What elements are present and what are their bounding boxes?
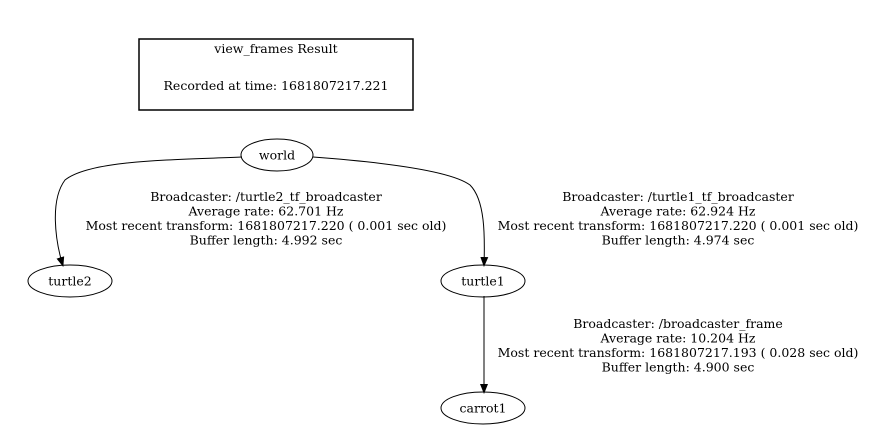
edge-label-broadcaster: Broadcaster: /broadcaster_frame <box>573 316 783 331</box>
edge-label-recent: Most recent transform: 1681807217.193 ( … <box>498 345 859 360</box>
result-box: view_frames Result Recorded at time: 168… <box>138 38 414 111</box>
edge-label-world-turtle1: Broadcaster: /turtle1_tf_broadcaster Ave… <box>498 189 859 248</box>
node-world-shape <box>240 138 314 172</box>
edge-world-turtle1 <box>312 156 489 267</box>
result-box-frame <box>138 38 414 111</box>
node-world-label: world <box>259 148 295 163</box>
edge-world-turtle2 <box>54 156 243 267</box>
edge-label-recent: Most recent transform: 1681807217.220 ( … <box>86 218 447 233</box>
edge-label-broadcaster: Broadcaster: /turtle1_tf_broadcaster <box>562 189 794 204</box>
edge-label-turtle1-carrot1: Broadcaster: /broadcaster_frame Average … <box>498 316 859 375</box>
node-world[interactable]: world <box>240 138 314 172</box>
edge-label-rate: Average rate: 62.701 Hz <box>187 204 343 219</box>
node-turtle2-label: turtle2 <box>48 274 91 289</box>
node-turtle1-shape <box>440 264 526 298</box>
node-turtle2-shape <box>27 264 113 298</box>
recorded-time: Recorded at time: 1681807217.221 <box>164 78 389 93</box>
edge-label-rate: Average rate: 62.924 Hz <box>599 204 755 219</box>
edge-label-rate: Average rate: 10.204 Hz <box>599 331 755 346</box>
edge-label-buffer: Buffer length: 4.992 sec <box>190 233 343 248</box>
edge-label-world-turtle2: Broadcaster: /turtle2_tf_broadcaster Ave… <box>86 189 447 248</box>
node-turtle1[interactable]: turtle1 <box>440 264 526 298</box>
edge-label-buffer: Buffer length: 4.900 sec <box>602 360 755 375</box>
result-title: view_frames Result <box>213 41 337 56</box>
edge-label-broadcaster: Broadcaster: /turtle2_tf_broadcaster <box>150 189 382 204</box>
edge-label-buffer: Buffer length: 4.974 sec <box>602 233 755 248</box>
node-carrot1-shape <box>440 391 526 425</box>
node-carrot1[interactable]: carrot1 <box>440 391 526 425</box>
node-carrot1-label: carrot1 <box>460 401 507 416</box>
node-turtle2[interactable]: turtle2 <box>27 264 113 298</box>
edge-label-recent: Most recent transform: 1681807217.220 ( … <box>498 218 859 233</box>
node-turtle1-label: turtle1 <box>461 274 504 289</box>
